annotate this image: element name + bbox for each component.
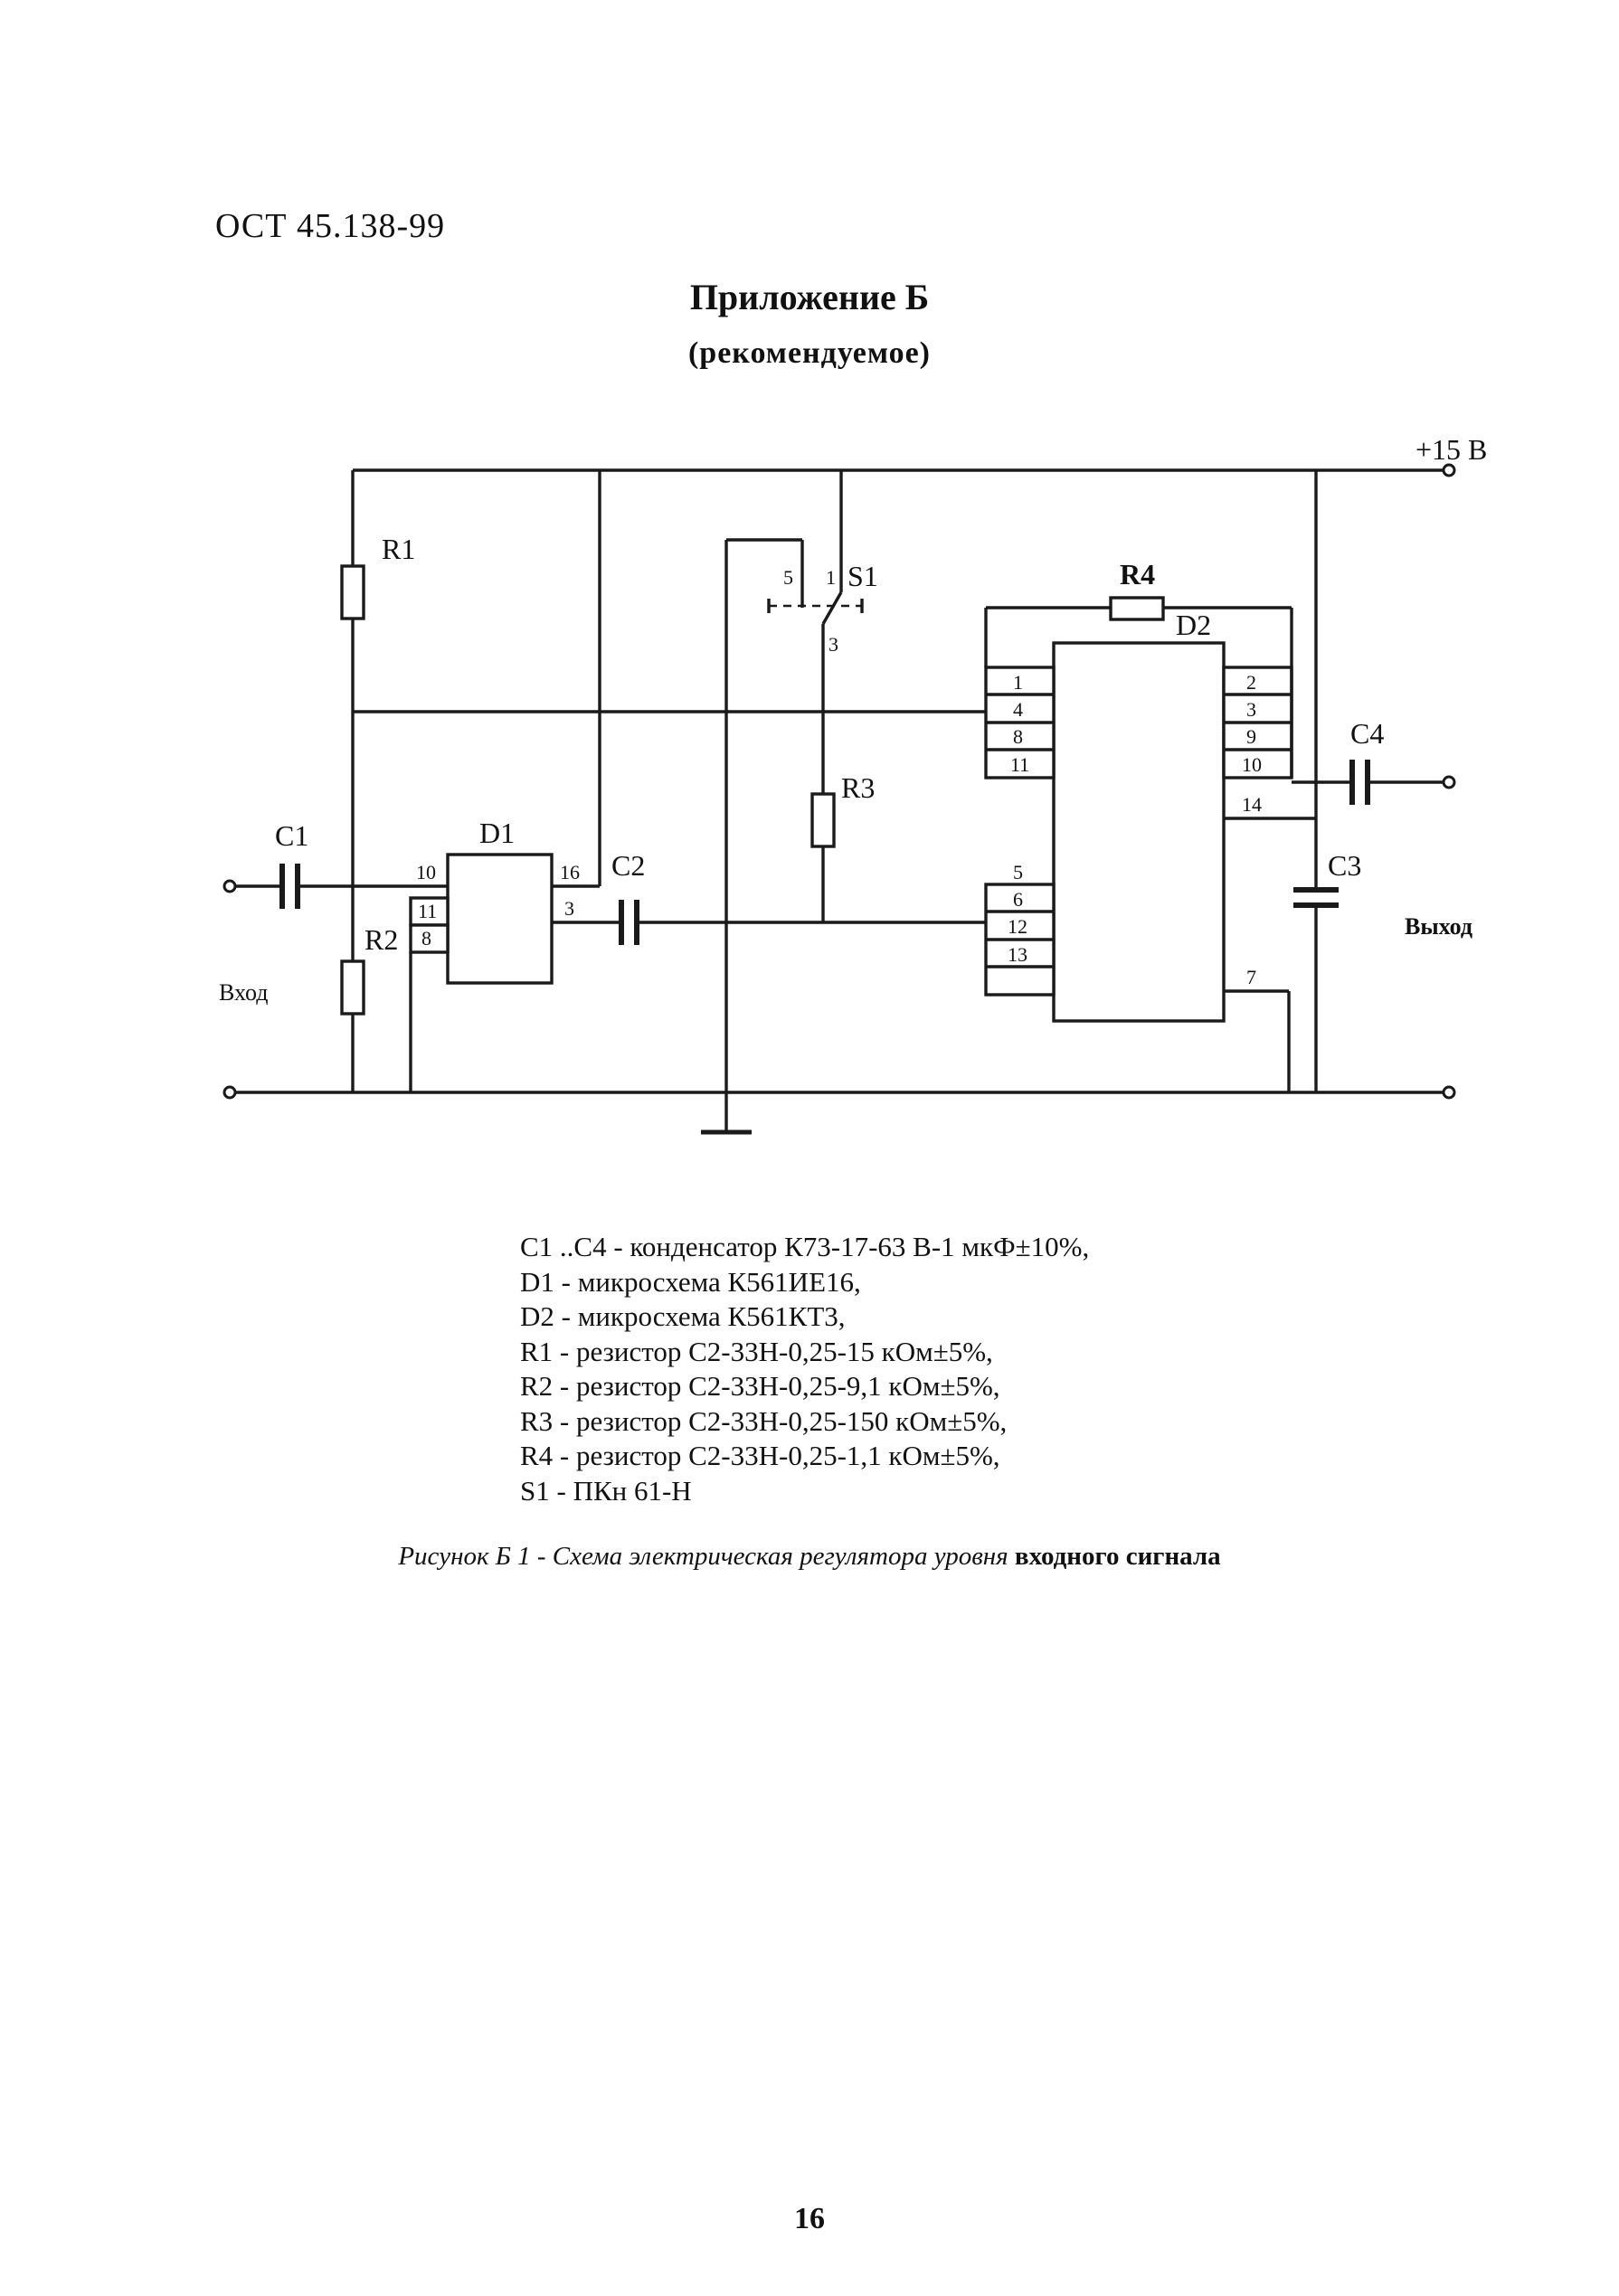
supply-rail xyxy=(353,463,1456,477)
ground-output-terminal xyxy=(1442,1085,1456,1100)
s1-pin-1: 1 xyxy=(826,566,836,589)
output-label: Выход xyxy=(1405,913,1472,940)
figure-caption-main: Рисунок Б 1 - Схема электрическая регуля… xyxy=(398,1542,1008,1571)
resistor-r2 xyxy=(340,959,365,1016)
r3-label: R3 xyxy=(841,771,875,804)
supply-label: +15 В xyxy=(1415,433,1487,466)
s1-pin-5: 5 xyxy=(783,566,793,589)
legend-item-capacitors: С1 ..С4 - конденсатор К73-17-63 В-1 мкФ±… xyxy=(520,1231,1090,1262)
d2-pin-11: 11 xyxy=(1010,753,1029,776)
ground-input-terminal xyxy=(222,1085,237,1100)
d1-pin-3: 3 xyxy=(564,897,574,920)
appendix-title: Приложение Б xyxy=(689,277,930,317)
r4-label: R4 xyxy=(1120,558,1155,591)
resistor-r4 xyxy=(1109,596,1165,621)
legend-item-r2: R2 - резистор С2-33Н-0,25-9,1 кОм±5%, xyxy=(520,1370,1000,1402)
c4-label: C4 xyxy=(1350,717,1384,750)
d2-pin-8: 8 xyxy=(1013,725,1023,748)
d2-pin-12: 12 xyxy=(1008,915,1027,938)
chip-d2 xyxy=(1052,641,1226,1023)
d2-pin-2: 2 xyxy=(1246,671,1256,694)
chip-d1 xyxy=(446,853,554,985)
d1-pin-8-box xyxy=(409,923,450,954)
d2-pin-10: 10 xyxy=(1242,753,1262,776)
d1-pin-10: 10 xyxy=(416,861,436,883)
page-number: 16 xyxy=(794,2202,825,2235)
output-terminal xyxy=(1442,775,1456,789)
r1-label: R1 xyxy=(382,533,415,565)
input-label: Вход xyxy=(219,979,269,1006)
d2-pin-13: 13 xyxy=(1008,943,1027,966)
appendix-subtitle: (рекомендуемое) xyxy=(687,336,932,370)
resistor-r3 xyxy=(810,792,836,848)
legend-item-d1: D1 - микросхема К561ИЕ16, xyxy=(520,1265,861,1298)
d1-pin-11: 11 xyxy=(418,900,437,922)
ground-rail xyxy=(222,1085,1456,1135)
legend-item-r3: R3 - резистор С2-33Н-0,25-150 кОм±5%, xyxy=(520,1404,1008,1437)
supply-terminal xyxy=(1442,463,1456,477)
d2-pin-7: 7 xyxy=(1246,966,1256,988)
legend-item-s1: S1 - ПКн 61-Н xyxy=(520,1474,692,1507)
d1-pin-11-box xyxy=(409,896,450,927)
s1-pin-3: 3 xyxy=(828,633,838,656)
r2-label: R2 xyxy=(365,923,398,956)
legend-item-r1: R1 - резистор С2-33Н-0,25-15 кОм±5%, xyxy=(520,1335,993,1367)
component-legend: С1 ..С4 - конденсатор К73-17-63 В-1 мкФ±… xyxy=(520,1230,1089,1508)
d2-pin-5: 5 xyxy=(1013,861,1023,883)
d1-pin-16: 16 xyxy=(560,861,580,883)
resistor-r1 xyxy=(340,564,365,620)
switch-s1-contact xyxy=(821,591,843,625)
d2-pin-9: 9 xyxy=(1246,725,1256,748)
d2-pin-14: 14 xyxy=(1242,793,1262,816)
c3-label: C3 xyxy=(1328,849,1361,882)
d2-pin-1: 1 xyxy=(1013,671,1023,694)
s1-label: S1 xyxy=(847,560,878,592)
c1-label: C1 xyxy=(275,819,308,852)
figure-caption-bold: входного сигнала xyxy=(1014,1542,1221,1571)
d1-pin-8: 8 xyxy=(421,927,431,950)
d2-label: D2 xyxy=(1176,609,1211,641)
d2-pin-3: 3 xyxy=(1246,698,1256,721)
d2-pin-4: 4 xyxy=(1013,698,1023,721)
document-code: ОСТ 45.138-99 xyxy=(215,207,446,245)
c2-label: C2 xyxy=(611,849,645,882)
d2-pin-6: 6 xyxy=(1013,888,1023,911)
figure-caption: Рисунок Б 1 - Схема электрическая регуля… xyxy=(0,1542,1619,1572)
legend-item-d2: D2 - микросхема К561КТ3, xyxy=(520,1300,846,1332)
legend-item-r4: R4 - резистор С2-33Н-0,25-1,1 кОм±5%, xyxy=(520,1440,1000,1471)
input-terminal xyxy=(222,879,237,893)
d1-label: D1 xyxy=(479,817,515,849)
